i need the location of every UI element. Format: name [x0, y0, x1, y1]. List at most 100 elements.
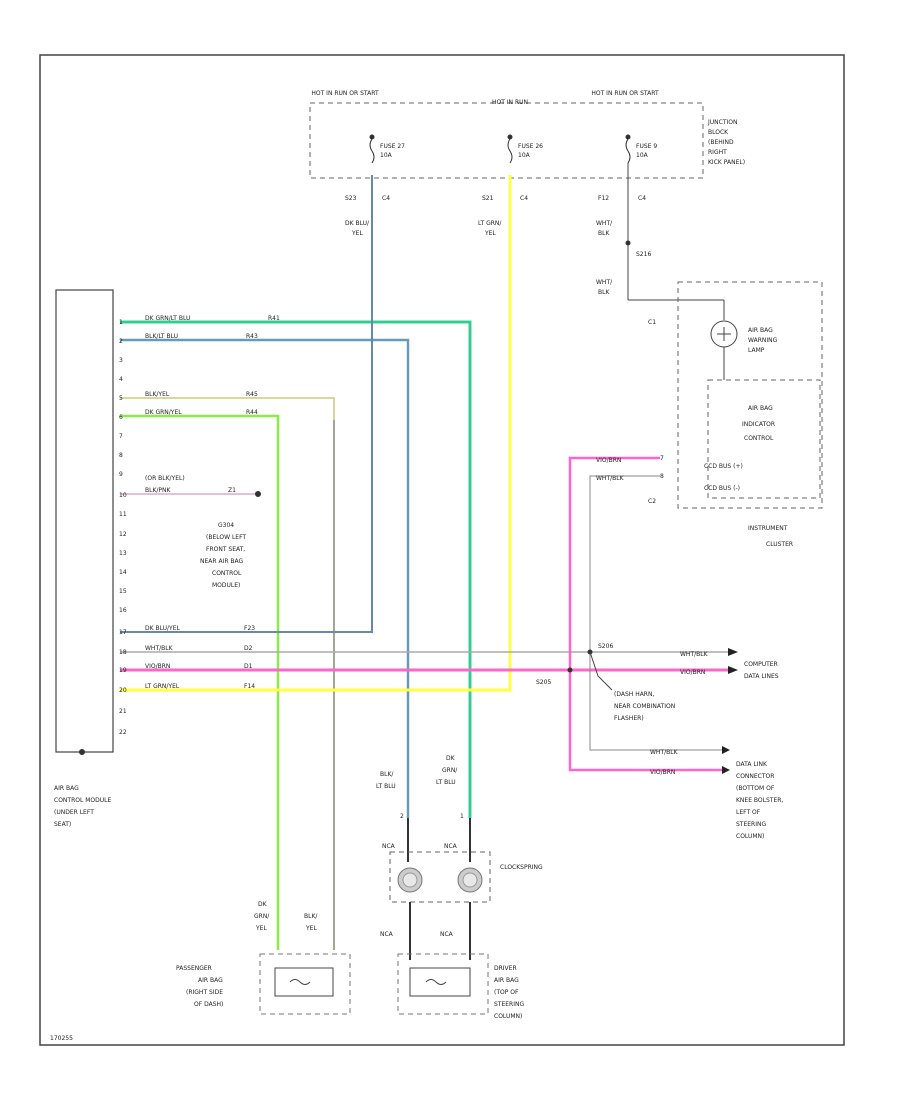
supply-label-left: HOT IN RUN OR START [311, 90, 379, 97]
pass-wire-b-label: BLK/ [304, 913, 318, 920]
computer-data-lines-label: COMPUTER [744, 661, 778, 668]
junction-block-label-5: KICK PANEL) [708, 159, 745, 166]
row10-wire-label: BLK/PNK [145, 487, 172, 494]
svg-text:11: 11 [119, 511, 127, 518]
svg-text:20: 20 [119, 687, 127, 694]
svg-text:15: 15 [119, 588, 127, 595]
dlc-wire-vio-brn: VIO/BRN [650, 769, 675, 776]
junction-block-outline [309, 102, 704, 179]
flasher-location-label: (DASH HARN, [614, 691, 654, 698]
row17-circuit-label: F23 [244, 625, 255, 632]
wire-label-lt-grn-yel: LT GRN/ [478, 220, 502, 227]
airbag-control-module [55, 289, 114, 753]
row2-circuit-label: R43 [246, 333, 258, 340]
dlc-label-4: KNEE BOLSTER, [736, 797, 783, 804]
cs-pin-1: 1 [460, 813, 464, 820]
cs-wire-a-label-2: LT BLU [376, 783, 396, 790]
pin-s21: S21 [482, 195, 494, 202]
wire-label-wht-blk-a2: BLK [598, 230, 610, 237]
wire-lt-grn-yel [120, 175, 512, 692]
module-title-2: CONTROL MODULE [54, 797, 111, 804]
data-line-arrow-1 [728, 648, 738, 656]
cs-wire-b-label-3: LT BLU [436, 779, 456, 786]
row5-wire-label: BLK/YEL [145, 391, 170, 398]
dlc-label-6: STEERING [736, 821, 766, 828]
ground-g304-label-5: CONTROL [212, 570, 242, 577]
wire-dk-grn-lt-blu [120, 320, 472, 818]
clockspring-outline [389, 851, 491, 903]
cluster-pin-8: 8 [660, 473, 664, 480]
splice-s216-dot [625, 240, 631, 246]
svg-text:14: 14 [119, 569, 127, 576]
module-ground-dot [79, 749, 85, 755]
indicator-control-outline [707, 379, 821, 499]
row6-wire-label: DK GRN/YEL [145, 409, 182, 416]
wire-fuse9-to-lamp [627, 163, 725, 320]
conn-c4-a: C4 [382, 195, 390, 202]
warning-lamp-label-3: LAMP [748, 347, 765, 354]
wire-label-wht-blk-b2: BLK [598, 289, 610, 296]
dlc-wire-wht-blk: WHT/BLK [650, 749, 679, 756]
cs-pin-2: 2 [400, 813, 404, 820]
fuse-9: FUSE 9 10A [625, 134, 657, 164]
svg-text:FUSE 26: FUSE 26 [518, 143, 543, 150]
junction-block-label: JUNCTION [707, 119, 737, 126]
driver-airbag-squib [409, 967, 471, 997]
wire-dk-blu-yel [120, 175, 373, 633]
row19-circuit-label: D1 [244, 663, 253, 670]
cluster-wire-vio-brn: VIO/BRN [596, 457, 621, 464]
indicator-control-label-2: INDICATOR [742, 421, 775, 428]
svg-text:2: 2 [119, 338, 123, 345]
passenger-airbag-outline [259, 953, 351, 1015]
ground-g304-label: G304 [218, 522, 234, 529]
svg-text:5: 5 [119, 395, 123, 402]
cs-nca-3: NCA [380, 931, 394, 938]
module-title: AIR BAG [54, 785, 79, 792]
svg-text:4: 4 [119, 376, 123, 383]
conn-c4-b: C4 [520, 195, 528, 202]
row1-wire-label: DK GRN/LT BLU [145, 315, 190, 322]
row5-circuit-label: R45 [246, 391, 258, 398]
driver-airbag-label: DRIVER [494, 965, 517, 972]
instrument-cluster-label: INSTRUMENT [748, 525, 788, 532]
row2-wire-label: BLK/LT BLU [145, 333, 178, 340]
svg-text:8: 8 [119, 452, 123, 459]
wire-label-wht-blk-b: WHT/ [596, 279, 613, 286]
row10-alt-label: (OR BLK/YEL) [145, 475, 185, 482]
warning-lamp-label-2: WARNING [748, 337, 778, 344]
splice-s205-label: S205 [536, 679, 551, 686]
driver-airbag-outline [397, 953, 489, 1015]
pass-wire-b-label-2: YEL [305, 925, 317, 932]
pin-s23: S23 [345, 195, 357, 202]
conn-c4-c: C4 [638, 195, 646, 202]
row1-circuit-label: R41 [268, 315, 280, 322]
ccd-bus-plus: CCD BUS (+) [704, 463, 743, 470]
pin-f12: F12 [598, 195, 609, 202]
svg-text:FUSE 27: FUSE 27 [380, 143, 405, 150]
pass-wire-a-label-2: GRN/ [254, 913, 270, 920]
dlc-label-2: CONNECTOR [736, 773, 774, 780]
module-title-4: SEAT) [54, 821, 71, 828]
junction-block-label-3: (BEHIND [708, 139, 734, 146]
module-title-3: (UNDER LEFT [54, 809, 94, 816]
cs-wire-a-label: BLK/ [380, 771, 394, 778]
wire-vio-brn-cluster [568, 456, 722, 772]
row10-circuit-label: Z1 [228, 487, 236, 494]
dlc-arrow-1 [722, 746, 730, 754]
instrument-cluster-label-2: CLUSTER [766, 541, 793, 548]
module-pin-numbers: 1 2 3 4 5 6 7 8 9 10 11 12 13 14 15 16 1… [119, 319, 127, 736]
wire-blk-lt-blu [120, 338, 410, 818]
conn-c1: C1 [648, 319, 656, 326]
passenger-airbag-label-4: OF DASH) [194, 1001, 223, 1008]
svg-text:16: 16 [119, 607, 127, 614]
driver-airbag-label-2: AIR BAG [494, 977, 519, 984]
ccd-bus-minus: CCD BUS (-) [704, 485, 740, 492]
supply-label-center: HOT IN RUN [492, 99, 528, 106]
wire-label-lt-grn-yel-2: YEL [484, 230, 496, 237]
svg-text:6: 6 [119, 414, 123, 421]
fuse-26: FUSE 26 10A [507, 134, 543, 164]
diagram-border [39, 54, 845, 1046]
ground-g304-dot [255, 491, 261, 497]
svg-text:FUSE 9: FUSE 9 [636, 143, 657, 150]
passenger-airbag-label-3: (RIGHT SIDE [186, 989, 223, 996]
